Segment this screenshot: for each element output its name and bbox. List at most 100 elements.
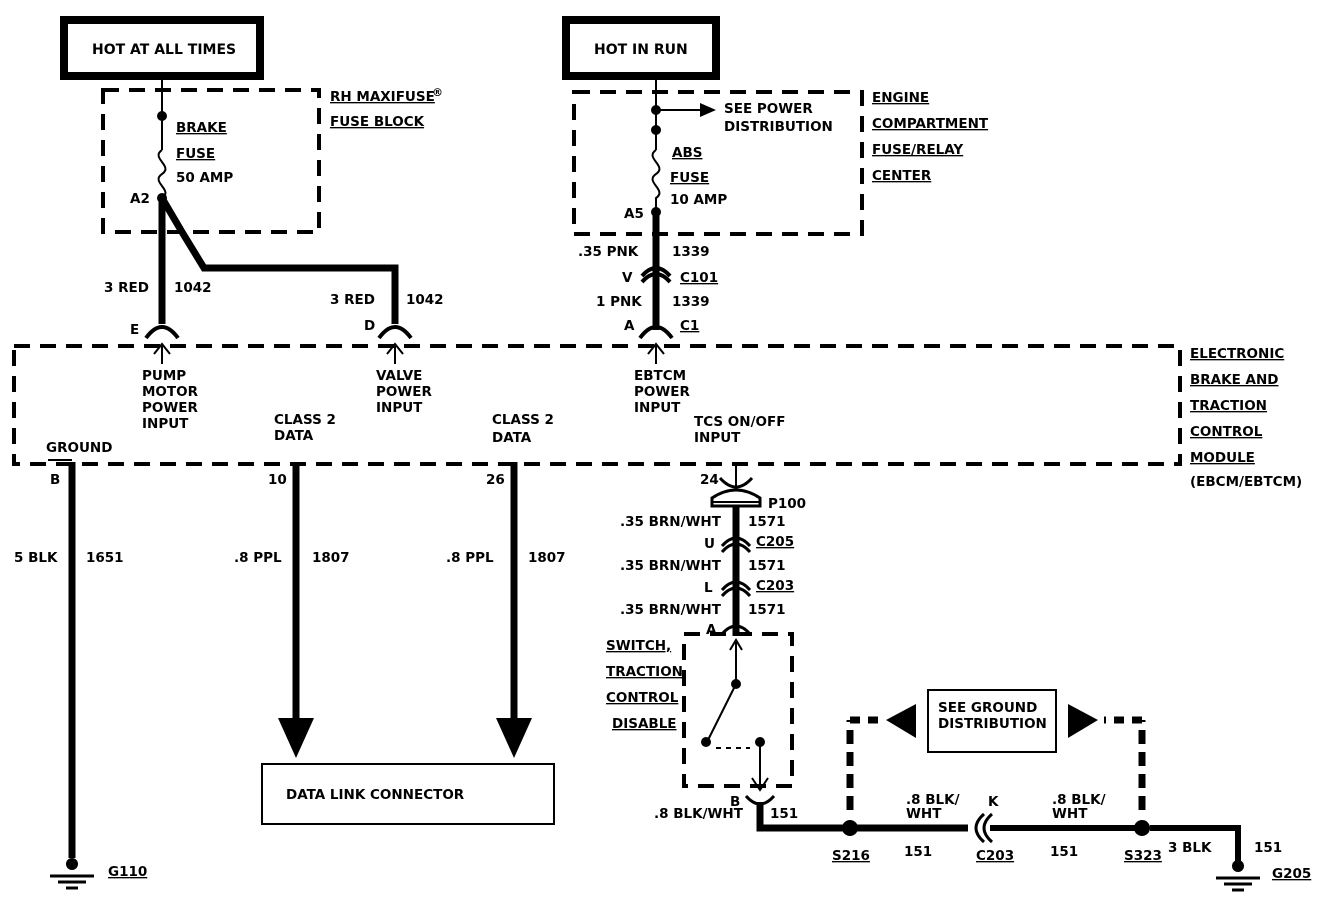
abs-fuse-label-line1: ABS [672, 145, 702, 161]
switch-name-line3: CONTROL [606, 690, 679, 706]
pin-e-label: E [130, 322, 139, 338]
c203-k-pin: K [988, 794, 999, 810]
terminal-a5: A5 [624, 206, 644, 222]
engine-center-name-line1: ENGINE [872, 90, 929, 106]
ebtcm-input-line3: INPUT [634, 400, 681, 416]
hot-in-run-box: HOT IN RUN [562, 16, 720, 80]
switch-pin-b: B [730, 794, 740, 810]
hot-at-all-times-box: HOT AT ALL TIMES [60, 16, 264, 80]
pin-26-label: 26 [486, 472, 505, 488]
c203-pin: L [704, 580, 713, 596]
see-power-distribution-line1: SEE POWER [724, 101, 813, 117]
wire-1651-gauge: 5 BLK [14, 550, 58, 566]
valve-input-line1: VALVE [376, 368, 422, 384]
rh-fuse-block-name-line2: FUSE BLOCK [330, 114, 425, 130]
wire-1651-circuit: 1651 [86, 550, 124, 566]
wire-1042-circuit-left: 1042 [174, 280, 212, 296]
ebtcm-input-line2: POWER [634, 384, 690, 400]
class2-right-line2: DATA [492, 430, 532, 446]
circuit-1807: .8 PPL 1807 .8 PPL 1807 [234, 462, 566, 758]
pin-10-label: 10 [268, 472, 287, 488]
wire-151-gauge-end: 3 BLK [1168, 840, 1212, 856]
wire-1571-circuit-b: 1571 [748, 558, 786, 574]
c203-k-connector-icon [974, 812, 986, 844]
module-name-line6: (EBCM/EBTCM) [1190, 474, 1302, 490]
wire-151-circuit-end: 151 [1254, 840, 1282, 856]
pump-input-line1: PUMP [142, 368, 186, 384]
switch-name-line4: DISABLE [612, 716, 677, 732]
engine-center-name-line2: COMPARTMENT [872, 116, 989, 132]
s216-label: S216 [832, 848, 870, 864]
switch-name-line1: SWITCH, [606, 638, 671, 654]
tcs-input-line1: TCS ON/OFF [694, 414, 785, 430]
p100-name: P100 [768, 496, 806, 512]
pump-input-line2: MOTOR [142, 384, 199, 400]
wire-151-gauge-right-line1: .8 BLK/ [1052, 792, 1106, 808]
ebcm-module: ELECTRONIC BRAKE AND TRACTION CONTROL MO… [12, 342, 1302, 490]
arrow-down-icon [278, 718, 314, 758]
circuit-1339: .35 PNK 1339 V C101 1 PNK 1339 A C1 [578, 212, 718, 340]
registered-mark: ® [432, 86, 443, 99]
module-name-line4: CONTROL [1190, 424, 1263, 440]
wire-1807-gauge-left: .8 PPL [234, 550, 282, 566]
brake-fuse-label-line2: FUSE [176, 146, 215, 162]
wire-151-gauge-mid-line2: WHT [906, 806, 942, 822]
c203-name: C203 [756, 578, 794, 594]
c1-name: C1 [680, 318, 699, 334]
module-name-line5: MODULE [1190, 450, 1255, 466]
wire-151-circuit-switch: 151 [770, 806, 798, 822]
data-link-connector: DATA LINK CONNECTOR [261, 763, 555, 825]
switch-name-line2: TRACTION [606, 664, 683, 680]
abs-fuse-icon [651, 149, 661, 212]
pin-b-label: B [50, 472, 60, 488]
pump-input-line3: POWER [142, 400, 198, 416]
arrow-right-icon [700, 103, 716, 117]
c203-k-name: C203 [976, 848, 1014, 864]
arrow-right-icon [1068, 704, 1098, 738]
brake-fuse-icon [157, 149, 167, 199]
engine-center-name-line3: FUSE/RELAY [872, 142, 963, 158]
module-name-line3: TRACTION [1190, 398, 1267, 414]
wire-1571-gauge-b: .35 BRN/WHT [620, 558, 722, 574]
wire-1042-circuit-right: 1042 [406, 292, 444, 308]
ground-distribution-line2: DISTRIBUTION [938, 716, 1047, 732]
switch-contact-icon [701, 638, 769, 792]
g110-label: G110 [108, 864, 147, 880]
input-arrow-icon [153, 342, 171, 364]
see-power-distribution-line2: DISTRIBUTION [724, 119, 833, 135]
g205-label: G205 [1272, 866, 1311, 882]
wire-1042-gauge-left: 3 RED [104, 280, 149, 296]
wire-1571-circuit-c: 1571 [748, 602, 786, 618]
hot-in-run-label: HOT IN RUN [594, 42, 688, 58]
pin-d-label: D [364, 318, 375, 334]
ground-label: GROUND [46, 440, 112, 456]
class2-right-line1: CLASS 2 [492, 412, 554, 428]
circuit-1651: 5 BLK 1651 G110 [14, 462, 147, 890]
data-link-connector-label: DATA LINK CONNECTOR [286, 787, 465, 803]
engine-fuse-relay-center: ENGINE COMPARTMENT FUSE/RELAY CENTER SEE… [572, 76, 989, 236]
circuit-151: .8 BLK/WHT 151 S216 .8 BLK/ WHT 151 K C2… [654, 704, 1311, 892]
wire-1571-gauge-a: .35 BRN/WHT [620, 514, 722, 530]
wire-151-circuit-mid: 151 [904, 844, 932, 860]
wire-151-circuit-right: 151 [1050, 844, 1078, 860]
wire-151-gauge-mid-line1: .8 BLK/ [906, 792, 960, 808]
c205-name: C205 [756, 534, 794, 550]
c1-pin: A [624, 318, 635, 334]
ground-distribution-box: SEE GROUND DISTRIBUTION [927, 689, 1057, 753]
wire-1807-gauge-right: .8 PPL [446, 550, 494, 566]
wire-151-gauge-switch: .8 BLK/WHT [654, 806, 744, 822]
wire-151-gauge-right-line2: WHT [1052, 806, 1088, 822]
ebtcm-input-line1: EBTCM [634, 368, 686, 384]
p100-connector-icon [710, 488, 762, 508]
ground-icon [1216, 860, 1260, 892]
module-name-line1: ELECTRONIC [1190, 346, 1284, 362]
pin-24-label: 24 [700, 472, 719, 488]
module-name-line2: BRAKE AND [1190, 372, 1278, 388]
ground-distribution-line1: SEE GROUND [938, 700, 1037, 716]
arrow-left-icon [886, 704, 916, 738]
c101-name: C101 [680, 270, 718, 286]
switch-pin-a: A [706, 622, 717, 638]
terminal-a2: A2 [130, 191, 150, 207]
engine-center-name-line4: CENTER [872, 168, 932, 184]
